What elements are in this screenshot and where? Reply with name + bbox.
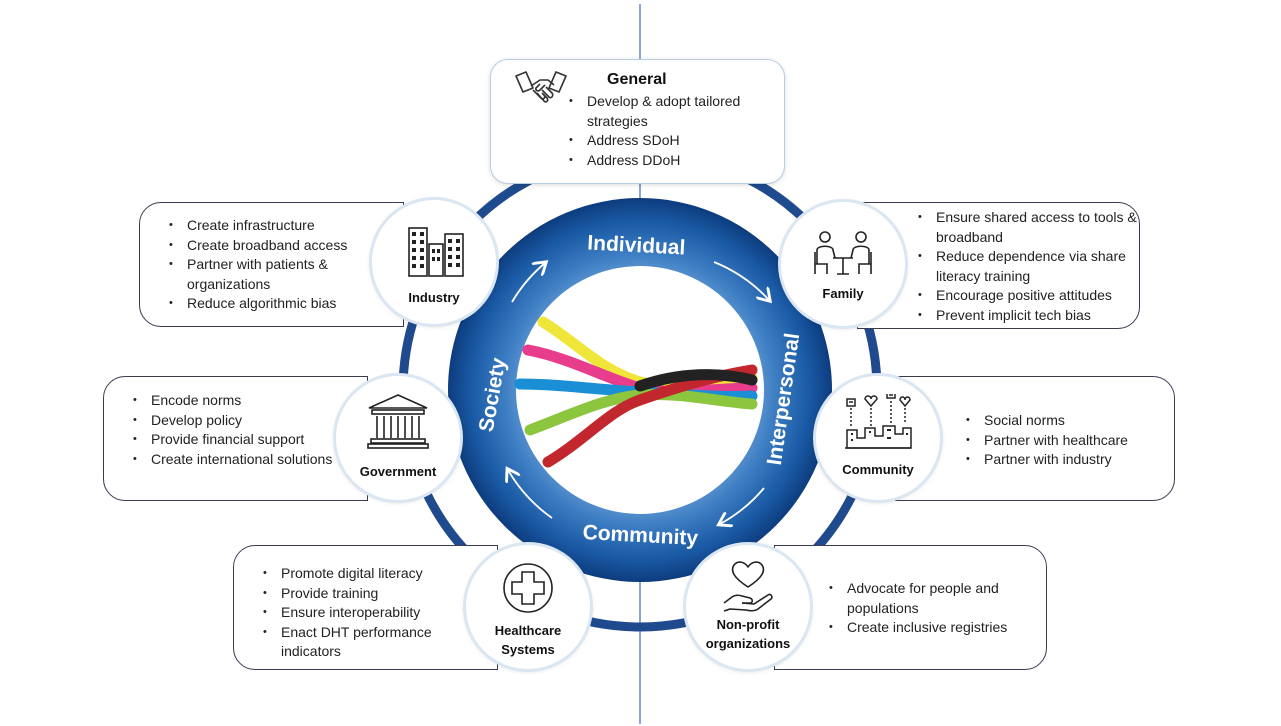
- government-list: Encode norms Develop policy Provide fina…: [129, 391, 354, 469]
- government-box: Encode norms Develop policy Provide fina…: [103, 376, 368, 501]
- nonprofit-list: Advocate for people and populations Crea…: [825, 579, 1035, 638]
- family-label: Family: [822, 286, 864, 301]
- nonprofit-box: Advocate for people and populations Crea…: [774, 545, 1047, 670]
- heart-in-hand-icon: [723, 561, 773, 612]
- government-label: Government: [359, 464, 437, 479]
- healthcare-box: Promote digital literacy Provide trainin…: [233, 545, 498, 670]
- list-item: Develop policy: [129, 411, 354, 431]
- list-item: Reduce dependence via share literacy tra…: [914, 247, 1138, 286]
- list-item: Promote digital literacy: [259, 564, 449, 584]
- general-list: Develop & adopt tailored strategies Addr…: [565, 92, 775, 170]
- rope-black: [634, 369, 758, 392]
- handshake-icon: [515, 71, 567, 103]
- list-item: Encourage positive attitudes: [914, 286, 1138, 306]
- healthcare-list: Promote digital literacy Provide trainin…: [259, 564, 449, 662]
- industry-list: Create infrastructure Create broadband a…: [165, 216, 375, 314]
- list-item: Social norms: [962, 411, 1167, 431]
- government-node: Government: [336, 376, 460, 500]
- list-item: Create international solutions: [129, 450, 354, 470]
- arrow-bottom-left: [508, 470, 553, 519]
- medical-cross-icon: [503, 563, 553, 613]
- community-city-icon: [845, 394, 912, 449]
- ring-label-individual: Individual: [587, 231, 686, 259]
- list-item: Develop & adopt tailored strategies: [565, 92, 775, 131]
- nonprofit-label-line2: organizations: [705, 636, 791, 651]
- list-item: Ensure shared access to tools & broadban…: [914, 208, 1138, 247]
- arrow-top-right: [713, 261, 769, 300]
- family-list: Ensure shared access to tools & broadban…: [914, 208, 1138, 325]
- braided-ropes: [514, 316, 758, 468]
- list-item: Partner with industry: [962, 450, 1167, 470]
- list-item: Provide financial support: [129, 430, 354, 450]
- healthcare-node: Healthcare Systems: [466, 545, 590, 669]
- people-at-table-icon: [814, 231, 872, 275]
- healthcare-label-line2: Systems: [501, 642, 555, 657]
- list-item: Address DDoH: [565, 151, 775, 171]
- industry-label: Industry: [408, 290, 460, 305]
- community-list: Social norms Partner with healthcare Par…: [962, 411, 1167, 470]
- arrow-top-left: [511, 263, 545, 303]
- community-node: Community: [816, 376, 940, 500]
- general-title: General: [607, 71, 667, 88]
- industry-box: Create infrastructure Create broadband a…: [139, 202, 404, 327]
- list-item: Ensure interoperability: [259, 603, 449, 623]
- list-item: Partner with healthcare: [962, 431, 1167, 451]
- list-item: Create inclusive registries: [825, 618, 1035, 638]
- industry-node: Industry: [372, 200, 496, 324]
- nonprofit-label-line1: Non-profit: [716, 617, 780, 632]
- buildings-icon: [408, 227, 464, 277]
- list-item: Create infrastructure: [165, 216, 375, 236]
- government-building-icon: [367, 394, 429, 449]
- general-box: General Develop & adopt tailored strateg…: [490, 59, 785, 184]
- family-node: Family: [781, 202, 905, 326]
- list-item: Address SDoH: [565, 131, 775, 151]
- community-label: Community: [842, 462, 914, 477]
- list-item: Encode norms: [129, 391, 354, 411]
- list-item: Advocate for people and populations: [825, 579, 1035, 618]
- nonprofit-node: Non-profit organizations: [686, 545, 810, 669]
- community-box: Social norms Partner with healthcare Par…: [895, 376, 1175, 501]
- list-item: Provide training: [259, 584, 449, 604]
- list-item: Reduce algorithmic bias: [165, 294, 375, 314]
- list-item: Create broadband access: [165, 236, 375, 256]
- ring-arrows: [508, 262, 769, 524]
- list-item: Partner with patients & organizations: [165, 255, 375, 294]
- list-item: Enact DHT performance indicators: [259, 623, 449, 662]
- list-item: Prevent implicit tech bias: [914, 306, 1138, 326]
- arrow-bottom-right: [720, 487, 765, 524]
- healthcare-label-line1: Healthcare: [494, 623, 562, 638]
